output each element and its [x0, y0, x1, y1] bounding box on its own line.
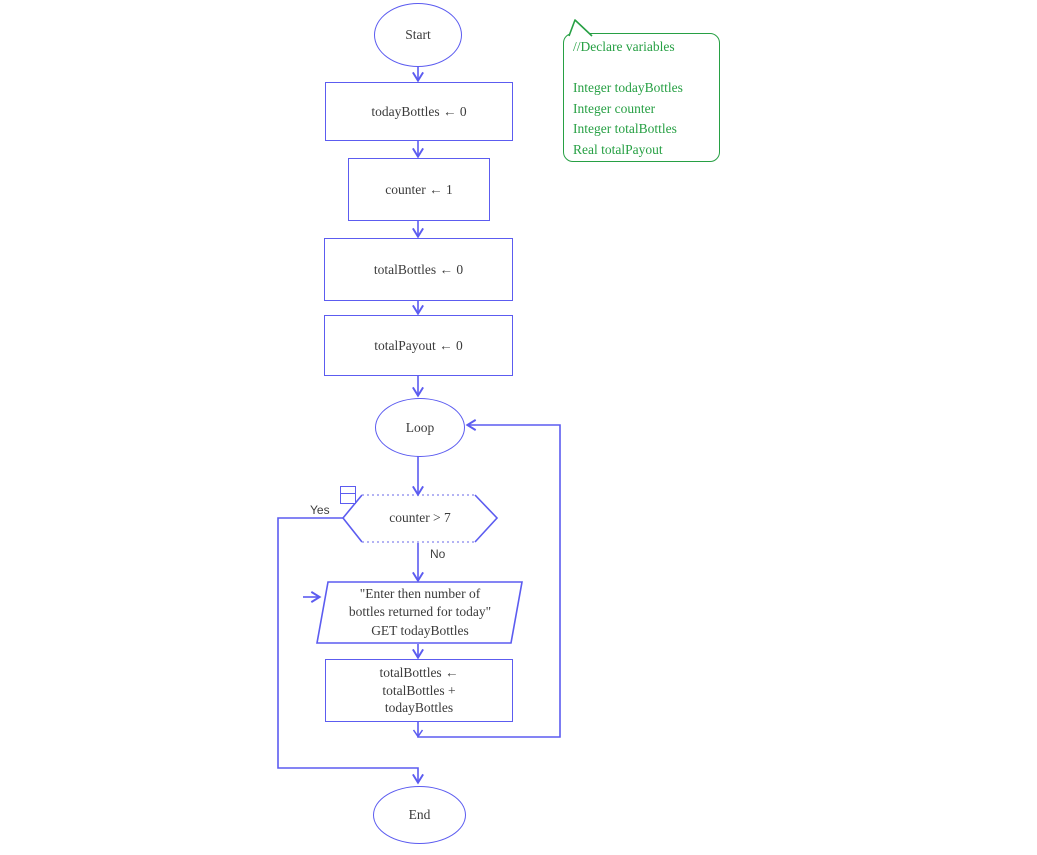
process-set-total-payout-label: totalPayout ← 0 — [374, 337, 463, 353]
start-terminator[interactable]: Start — [374, 3, 462, 67]
start-label: Start — [405, 27, 431, 43]
process-set-total-bottles-label: totalBottles ← 0 — [373, 261, 464, 277]
input-parallelogram[interactable] — [316, 581, 523, 644]
process-accumulate-label: totalBottles ← totalBottles + todayBottl… — [379, 664, 459, 716]
process-set-total-bottles[interactable]: totalBottles ← 0 — [324, 238, 513, 301]
collapse-toggle-icon[interactable] — [340, 486, 356, 504]
process-set-total-payout[interactable]: totalPayout ← 0 — [324, 315, 513, 376]
end-label: End — [408, 807, 431, 823]
no-label: No — [430, 547, 446, 561]
end-terminator[interactable]: End — [373, 786, 466, 844]
connector-condition-yes-to-end — [277, 517, 424, 785]
corner-arrowhead — [412, 729, 424, 738]
process-set-counter-label: counter ← 1 — [385, 181, 453, 197]
process-accumulate[interactable]: totalBottles ← totalBottles + todayBottl… — [325, 659, 513, 722]
process-set-today-bottles[interactable]: todayBottles ← 0 — [325, 82, 513, 141]
loop-label: Loop — [405, 419, 435, 435]
connector-accumulate-to-loop — [417, 419, 561, 738]
process-set-today-bottles-label: todayBottles ← 0 — [371, 103, 467, 119]
input-statement-label: "Enter then number of bottles returned f… — [348, 585, 492, 638]
loop-terminator[interactable]: Loop — [375, 398, 465, 457]
collapse-toggle-divider — [341, 493, 355, 494]
decision-hexagon-right-side[interactable] — [474, 494, 499, 543]
decision-condition-label: counter > 7 — [389, 510, 451, 526]
process-set-counter[interactable]: counter ← 1 — [348, 158, 490, 221]
yes-label: Yes — [310, 503, 330, 517]
comment-box[interactable]: //Declare variables Integer todayBottles… — [563, 33, 720, 162]
comment-text: //Declare variables Integer todayBottles… — [573, 39, 683, 157]
